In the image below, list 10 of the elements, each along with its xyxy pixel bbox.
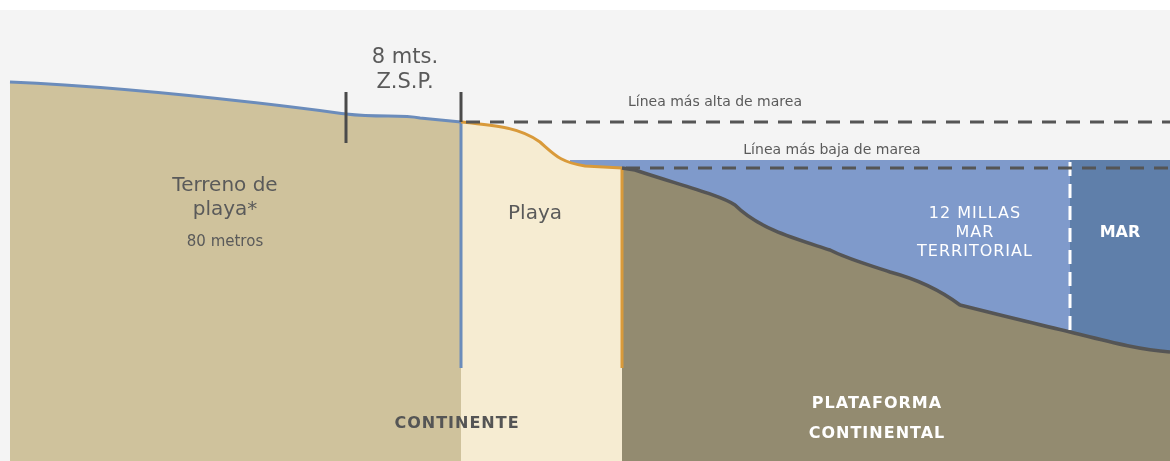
region-label: Terreno de playa* xyxy=(171,172,279,220)
region-label: 12 MILLAS MAR TERRITORIAL xyxy=(916,203,1034,261)
dimension-label: 8 mts. Z.S.P. xyxy=(370,44,440,95)
region-sublabel: 80 metros xyxy=(185,232,265,250)
region-label: MAR xyxy=(1098,222,1142,242)
region-label: CONTINENTE xyxy=(393,413,521,433)
tide-label: Línea más baja de marea xyxy=(742,141,922,158)
tide-label: Línea más alta de marea xyxy=(627,93,803,110)
region-label: PLATAFORMA CONTINENTAL xyxy=(807,392,947,445)
region-label: Playa xyxy=(507,200,563,224)
